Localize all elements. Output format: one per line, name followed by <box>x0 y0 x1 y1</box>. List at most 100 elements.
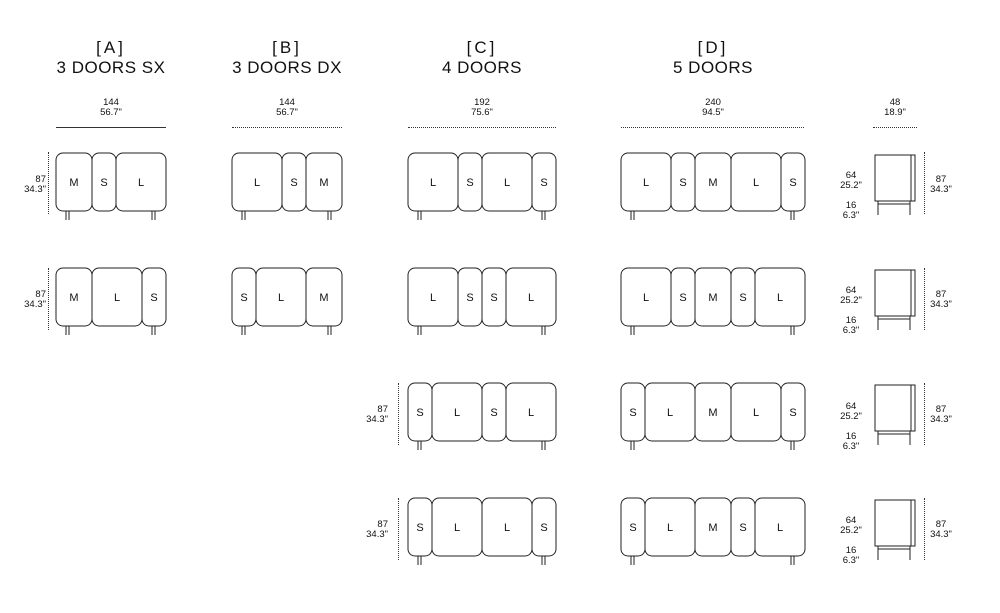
body-height-in: 25.2" <box>840 295 862 306</box>
width-in: 56.7" <box>100 107 122 118</box>
body-height-in: 25.2" <box>840 411 862 422</box>
height-line <box>398 383 399 445</box>
side-height-line <box>924 268 925 330</box>
side-height-line <box>924 152 925 214</box>
leg <box>630 211 635 220</box>
door-size-label: S <box>490 292 497 304</box>
door-size-label: M <box>69 177 78 189</box>
side-view-row-2 <box>874 269 916 330</box>
door-size-label: S <box>789 407 796 419</box>
door-size-label: S <box>540 522 547 534</box>
door-size-label: M <box>319 292 328 304</box>
leg <box>327 211 332 220</box>
height-label: 87 34.3" <box>10 175 46 195</box>
side-door <box>910 154 916 202</box>
height-cm: 87 <box>935 404 947 415</box>
door-l <box>505 382 557 442</box>
leg <box>790 441 795 450</box>
leg <box>630 326 635 335</box>
door-size-label: L <box>430 292 436 304</box>
door-size-label: M <box>708 177 717 189</box>
side-body <box>874 269 914 317</box>
leg <box>327 326 332 335</box>
height-in: 34.3" <box>930 529 952 540</box>
door-l <box>754 497 806 557</box>
depth-cm: 48 <box>889 97 901 108</box>
door-l <box>505 267 557 327</box>
door-s <box>780 382 806 442</box>
column-title: 5 DOORS <box>672 58 754 77</box>
width-cm: 144 <box>279 97 295 108</box>
side-height-label: 87 34.3" <box>924 520 958 540</box>
leg-height-cm: 16 <box>845 315 857 326</box>
height-in: 34.3" <box>24 299 46 310</box>
height-cm: 87 <box>35 174 46 185</box>
door-s <box>141 267 167 327</box>
side-body <box>874 499 914 547</box>
door-size-label: M <box>319 177 328 189</box>
door-size-label: L <box>254 177 260 189</box>
body-height-in: 25.2" <box>840 525 862 536</box>
side-height-line <box>924 383 925 445</box>
door-size-label: L <box>777 292 783 304</box>
door-s <box>780 152 806 212</box>
height-cm: 87 <box>935 174 947 185</box>
width-in: 94.5" <box>702 107 724 118</box>
side-view-row-4 <box>874 499 916 560</box>
body-height-cm: 64 <box>845 401 857 412</box>
leg-height-in: 6.3" <box>842 441 860 452</box>
leg <box>417 556 422 565</box>
side-height-line <box>924 498 925 560</box>
door-m <box>305 267 343 327</box>
width-dimension-line <box>621 127 804 128</box>
leg <box>541 556 546 565</box>
door-l <box>754 267 806 327</box>
column-heading-a: [A] 3 DOORS SX <box>11 38 211 78</box>
width-in: 75.6" <box>471 107 493 118</box>
column-code: [D] <box>697 38 729 57</box>
height-cm: 87 <box>935 519 947 530</box>
door-size-label: L <box>753 177 759 189</box>
column-code: [C] <box>466 38 498 57</box>
leg <box>630 441 635 450</box>
door-size-label: L <box>138 177 144 189</box>
body-height-label: 64 25.2" <box>834 402 868 422</box>
leg <box>65 211 70 220</box>
door-size-label: S <box>100 177 107 189</box>
leg-height-in: 6.3" <box>842 325 860 336</box>
width-dimension-d: 240 94.5" <box>653 98 773 118</box>
column-heading-b: [B] 3 DOORS DX <box>187 38 387 78</box>
leg <box>541 326 546 335</box>
door-size-label: L <box>643 292 649 304</box>
leg <box>417 441 422 450</box>
width-dimension-line <box>56 127 166 128</box>
column-heading-c: [C] 4 DOORS <box>382 38 582 78</box>
leg-height-label: 16 6.3" <box>834 432 868 452</box>
door-size-label: L <box>528 407 534 419</box>
door-size-label: S <box>240 292 247 304</box>
column-code: [A] <box>96 38 126 57</box>
door-size-label: M <box>708 522 717 534</box>
body-height-cm: 64 <box>845 170 857 181</box>
height-in: 34.3" <box>366 529 388 540</box>
leg-height-label: 16 6.3" <box>834 201 868 221</box>
leg <box>151 211 156 220</box>
side-height-label: 87 34.3" <box>924 175 958 195</box>
side-door <box>910 384 916 432</box>
door-size-label: S <box>150 292 157 304</box>
leg-height-in: 6.3" <box>842 210 860 221</box>
height-line <box>48 152 49 214</box>
side-legs <box>877 431 911 445</box>
door-size-label: S <box>466 177 473 189</box>
leg <box>630 556 635 565</box>
side-body <box>874 384 914 432</box>
